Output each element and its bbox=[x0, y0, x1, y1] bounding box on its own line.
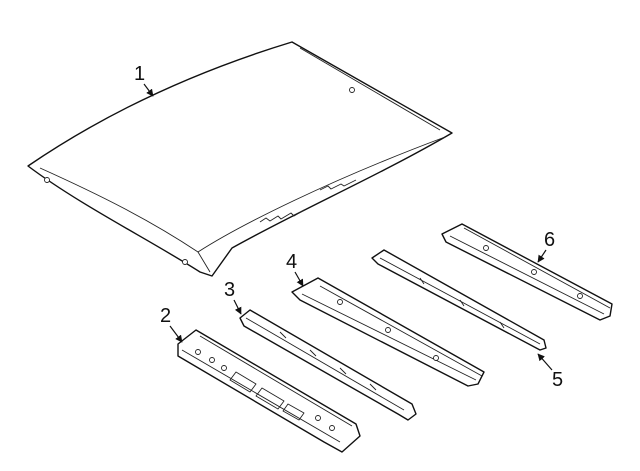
callout-1: 1 bbox=[134, 63, 154, 97]
header-hole bbox=[195, 349, 201, 355]
bow-hole bbox=[385, 327, 391, 333]
callout-label: 5 bbox=[552, 369, 563, 391]
bow-hole bbox=[337, 299, 343, 305]
callout-2: 2 bbox=[160, 305, 183, 343]
bow-hole bbox=[433, 355, 439, 361]
rear-hole bbox=[483, 245, 489, 251]
front-bow[interactable] bbox=[239, 309, 417, 421]
center-bow[interactable] bbox=[291, 277, 485, 387]
callout-4: 4 bbox=[286, 251, 304, 287]
rear-hole bbox=[531, 269, 537, 275]
header-hole bbox=[315, 415, 321, 421]
callout-label: 3 bbox=[224, 279, 235, 301]
roof-hole bbox=[349, 87, 355, 93]
callout-label: 2 bbox=[160, 305, 171, 327]
callout-3: 3 bbox=[224, 279, 242, 315]
callout-6: 6 bbox=[537, 229, 555, 263]
roof-hole bbox=[44, 177, 50, 183]
roof-hole bbox=[182, 259, 188, 265]
callout-label: 1 bbox=[134, 63, 145, 85]
front-header[interactable] bbox=[177, 329, 361, 453]
header-hole bbox=[209, 357, 215, 363]
header-hole bbox=[221, 365, 227, 371]
rear-hole bbox=[577, 293, 583, 299]
roof-panel[interactable] bbox=[27, 41, 453, 277]
callout-label: 4 bbox=[286, 251, 297, 273]
rear-header[interactable] bbox=[441, 223, 613, 321]
callout-5: 5 bbox=[537, 353, 563, 391]
header-hole bbox=[329, 425, 335, 431]
callout-label: 6 bbox=[544, 229, 555, 251]
rear-bow[interactable] bbox=[371, 249, 547, 351]
